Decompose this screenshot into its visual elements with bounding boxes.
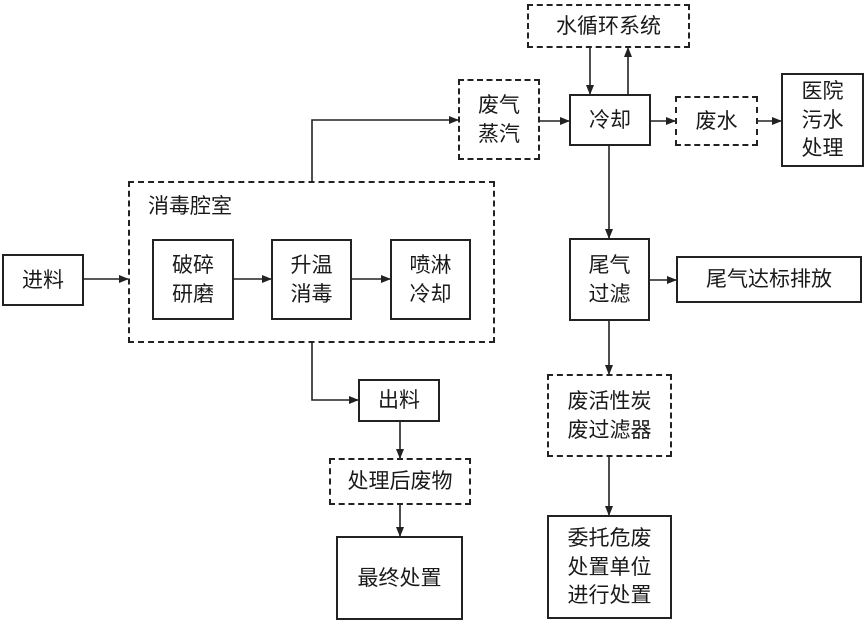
input-box: 进料 [2, 254, 84, 306]
waste-gas-steam-box: 废气 蒸汽 [458, 79, 540, 160]
water-circulation-system-box: 水循环系统 [527, 4, 690, 48]
spray-cool-box: 喷淋 冷却 [390, 239, 471, 320]
exhaust-filter-box: 尾气 过滤 [569, 238, 650, 321]
output-box: 出料 [358, 379, 440, 422]
arrow-chamber-to-waste-gas [311, 116, 459, 181]
arrow-chamber-to-output [311, 343, 359, 404]
heat-disinfect-box: 升温 消毒 [271, 239, 352, 320]
disinfection-chamber-title: 消毒腔室 [148, 194, 232, 218]
crush-grind-box: 破碎 研磨 [152, 239, 234, 320]
spent-carbon-filter-box: 废活性炭 废过滤器 [547, 374, 672, 457]
hazardous-disposal-box: 委托危废 处置单位 进行处置 [547, 515, 672, 619]
treated-waste-box: 处理后废物 [329, 458, 471, 505]
disinfection-chamber [128, 181, 495, 343]
hospital-sewage-treatment-box: 医院 污水 处理 [781, 73, 864, 167]
exhaust-discharge-box: 尾气达标排放 [676, 256, 862, 303]
waste-water-box: 废水 [675, 96, 758, 146]
cooling-box: 冷却 [569, 94, 651, 146]
final-disposal-box: 最终处置 [336, 536, 463, 620]
